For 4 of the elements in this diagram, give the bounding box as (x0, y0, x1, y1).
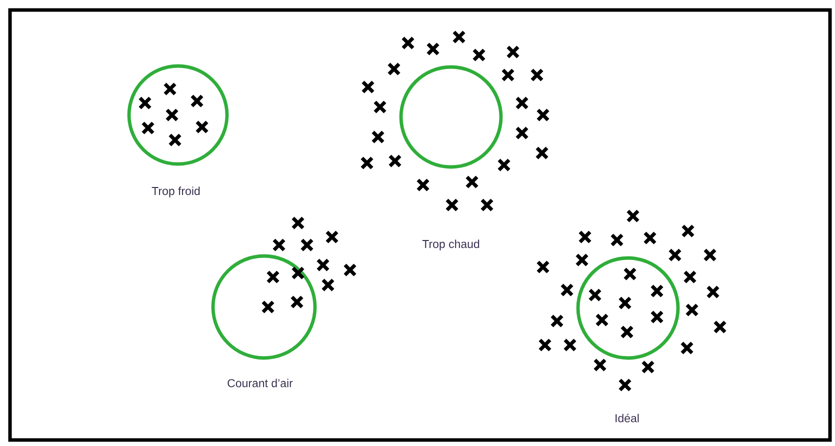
caption: Trop chaud (422, 240, 480, 250)
caption: Idéal (616, 414, 639, 422)
caption: Courant d’air (228, 378, 293, 388)
caption: Trop froid (152, 186, 200, 198)
